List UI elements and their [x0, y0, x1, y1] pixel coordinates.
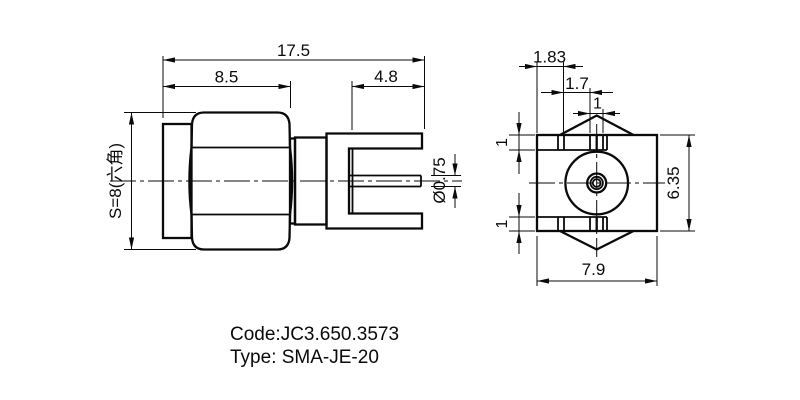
dim-slot-spacing: 1.7	[541, 74, 613, 133]
dim-leg-length: 4.8	[351, 67, 425, 130]
dim-hex-size-label: S=8(六角)	[106, 143, 125, 219]
dim-flange-height: 6.35	[660, 134, 695, 232]
dim-leg-thickness-top: 1	[494, 112, 535, 174]
dim-leg-thickness-top-label: 1	[494, 138, 511, 147]
dim-leg-length-label: 4.8	[374, 67, 398, 86]
dim-pin-diameter-label: Ø0.75	[430, 157, 449, 203]
hex-body	[188, 111, 294, 251]
dim-flange-width: 7.9	[536, 236, 658, 286]
dim-pin-diameter: Ø0.75	[430, 154, 461, 208]
dim-total-length-label: 17.5	[277, 41, 310, 60]
dim-flange-width-label: 7.9	[582, 260, 606, 279]
dim-hex-size: S=8(六角)	[106, 112, 196, 250]
title-block: Code:JC3.650.3573 Type: SMA-JE-20	[230, 324, 399, 368]
dim-body-length: 8.5	[163, 68, 291, 108]
part-type-text: Type: SMA-JE-20	[230, 347, 379, 368]
pin-end	[586, 172, 608, 194]
dim-slot-spacing-label: 1.7	[565, 74, 589, 93]
dim-edge-to-slot: 1.83	[519, 48, 583, 133]
dim-slot-width: 1	[573, 96, 620, 133]
leg-strips	[537, 135, 608, 231]
dim-slot-width-label: 1	[593, 96, 602, 113]
part-code-text: Code:JC3.650.3573	[230, 324, 399, 345]
hex-peak-bottom	[559, 229, 635, 251]
dim-total-length: 17.5	[162, 41, 425, 129]
end-view: 1.83 1.7 1 1	[494, 48, 695, 286]
side-view: 17.5 8.5 4.8 S=8(六角) Ø0.75	[106, 41, 462, 251]
dim-leg-thickness-bottom-label: 1	[494, 219, 511, 228]
dim-flange-height-label: 6.35	[664, 166, 683, 199]
hex-peak-top	[559, 114, 635, 137]
center-pin	[349, 174, 422, 188]
dim-edge-to-slot-label: 1.83	[533, 48, 566, 67]
insulator-circle	[564, 150, 630, 216]
coupling-face	[161, 122, 193, 240]
dim-body-length-label: 8.5	[215, 68, 239, 87]
pcb-legs	[325, 132, 424, 230]
dim-leg-thickness-bottom: 1	[494, 193, 535, 254]
